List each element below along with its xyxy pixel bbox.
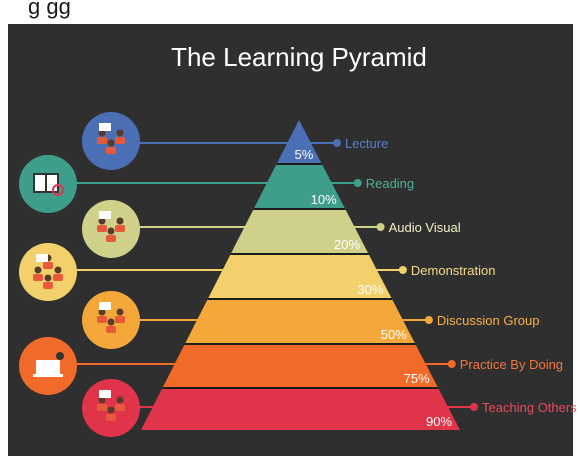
teaching-others-icon-glyph xyxy=(97,390,125,421)
tier-3-label: Audio Visual xyxy=(389,220,461,235)
discussion-group-icon-glyph xyxy=(97,302,125,333)
tier-1-label: Lecture xyxy=(345,136,388,151)
tier-7-connector-dot xyxy=(470,403,479,411)
top-strip: g gg xyxy=(0,0,580,24)
pyramid-tier-4 xyxy=(208,255,392,298)
tier-4-percent: 30% xyxy=(357,282,383,297)
reading-book-icon-glyph xyxy=(33,173,64,196)
tier-6-percent: 75% xyxy=(404,371,430,386)
tier-3-connector-dot xyxy=(376,223,385,231)
pyramid-tier-6 xyxy=(162,345,438,387)
tier-4-label: Demonstration xyxy=(411,263,496,278)
tier-1-connector-dot xyxy=(332,139,341,147)
tier-2-percent: 10% xyxy=(311,192,337,207)
tier-3-percent: 20% xyxy=(334,237,360,252)
tier-5-percent: 50% xyxy=(381,327,407,342)
tier-2-connector-dot xyxy=(353,179,362,187)
cropped-header-text: g gg xyxy=(28,0,71,19)
tier-6-label: Practice By Doing xyxy=(460,357,563,372)
tier-5-connector-dot xyxy=(424,316,433,324)
pyramid-tier-1 xyxy=(277,120,322,163)
tier-5-label: Discussion Group xyxy=(437,313,540,328)
tier-4-connector-dot xyxy=(398,266,407,274)
lecture-icon-glyph xyxy=(97,123,125,154)
pyramid-tier-3 xyxy=(231,210,369,253)
tier-7-percent: 90% xyxy=(426,414,452,429)
tier-6-connector-dot xyxy=(447,360,456,368)
pyramid-tier-2 xyxy=(254,165,345,208)
tier-7-label: Teaching Others xyxy=(482,400,577,415)
tier-1-percent: 5% xyxy=(295,147,314,162)
demonstration-icon-glyph xyxy=(33,254,63,289)
tier-2-label: Reading xyxy=(366,176,414,191)
pyramid-tier-7 xyxy=(141,389,460,430)
demonstration-icon xyxy=(19,243,77,301)
practice-laptop-icon-glyph xyxy=(33,352,64,377)
pyramid-tier-5 xyxy=(185,300,415,343)
audio-visual-icon-glyph xyxy=(97,211,125,242)
pyramid-title: The Learning Pyramid xyxy=(171,42,427,72)
